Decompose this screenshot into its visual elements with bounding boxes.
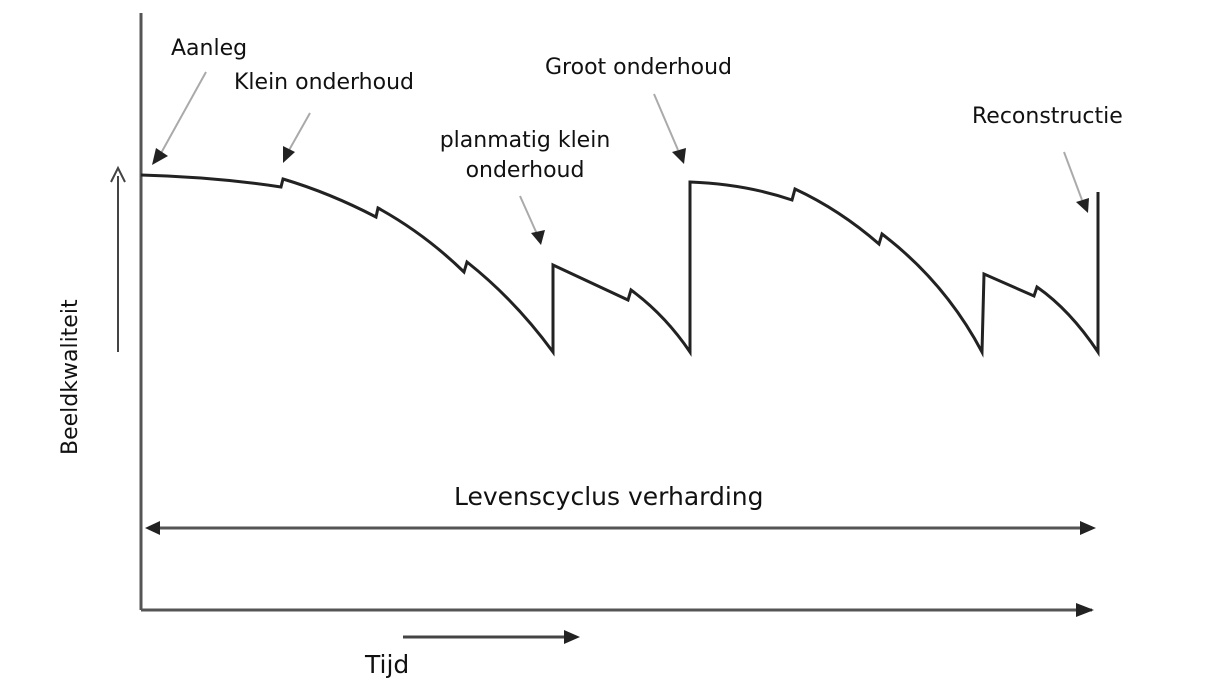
label-aanleg: Aanleg — [171, 36, 248, 61]
label-y-axis-beeldkwaliteit: Beeldkwaliteit — [58, 299, 83, 455]
pointer-planmatig — [519, 195, 545, 245]
label-groot-onderhoud: Groot onderhoud — [545, 55, 733, 80]
label-reconstructie: Reconstructie — [972, 104, 1123, 129]
label-planmatig-line1: planmatig klein — [439, 128, 611, 153]
label-x-axis-tijd: Tijd — [365, 650, 410, 679]
label-lifecycle: Levenscyclus verharding — [454, 482, 764, 511]
pointer-reconstructie — [1063, 151, 1089, 213]
pointer-groot-onderhoud — [653, 93, 686, 164]
pointer-aanleg — [152, 71, 207, 165]
label-planmatig-line2: onderhoud — [465, 158, 585, 184]
pointer-klein-onderhoud — [283, 112, 311, 163]
quality-curve — [140, 173, 1100, 358]
lifecycle-arrow — [145, 521, 1096, 535]
label-planmatig-klein-onderhoud: planmatig klein onderhoud — [430, 128, 620, 185]
quality-arrow — [110, 165, 126, 352]
label-klein-onderhoud: Klein onderhoud — [234, 70, 414, 95]
time-arrow — [403, 630, 580, 644]
